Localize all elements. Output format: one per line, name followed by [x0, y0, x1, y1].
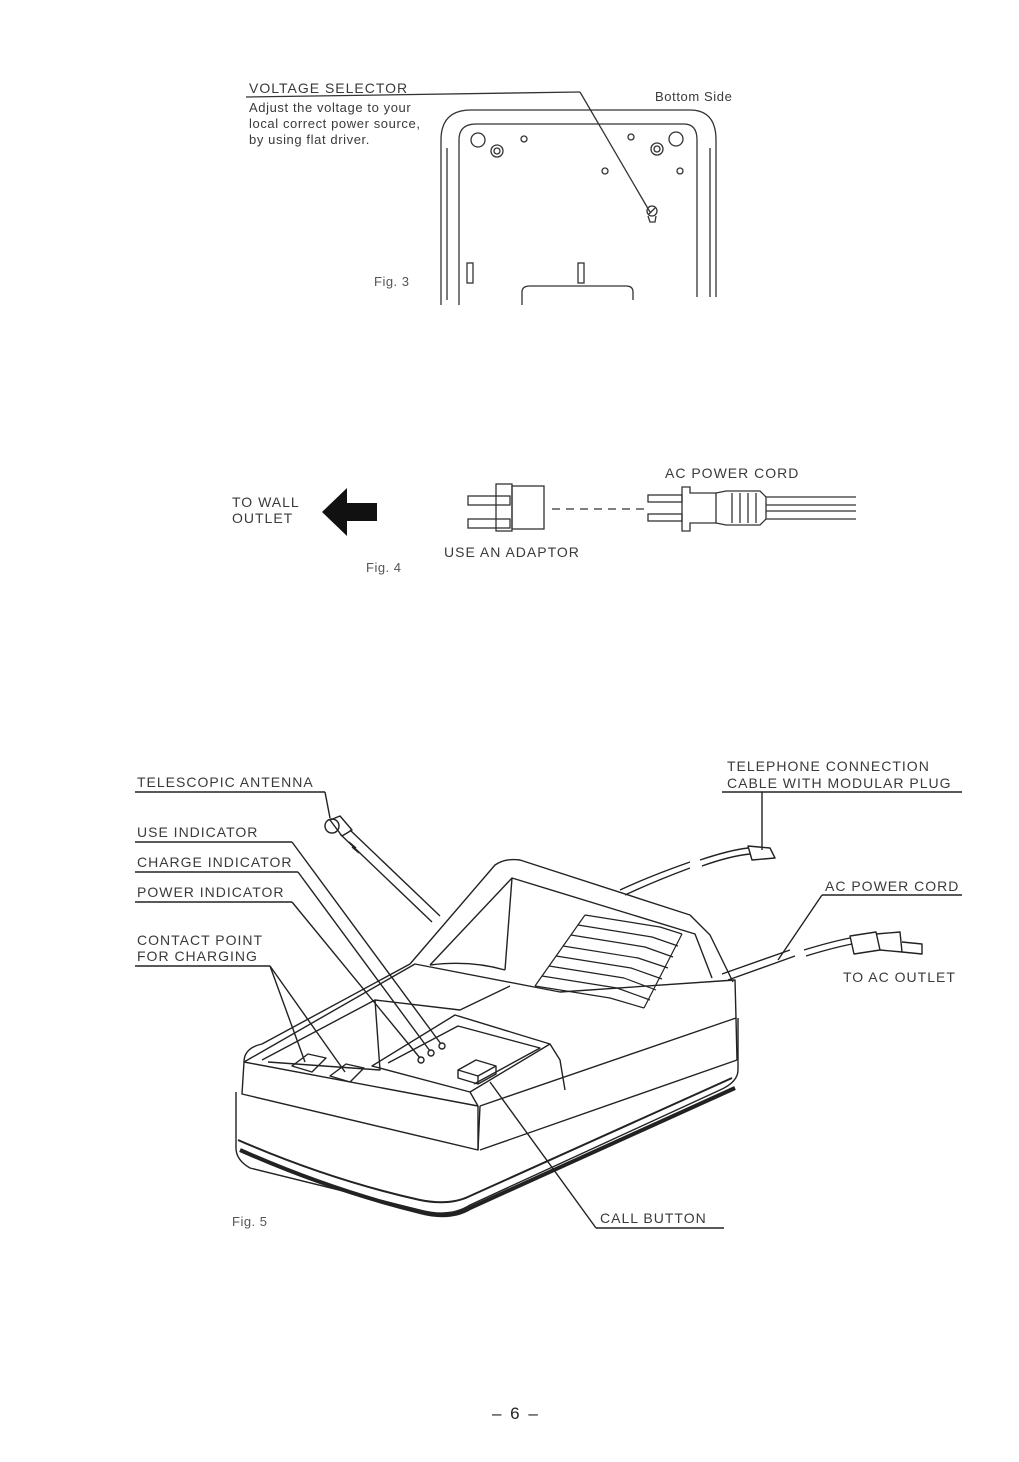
telescopic-antenna-label: TELESCOPIC ANTENNA — [137, 774, 314, 790]
ac-power-cord-label-fig5: AC POWER CORD — [825, 878, 960, 894]
bottom-side-label: Bottom Side — [655, 89, 733, 104]
instruction-line-3: by using flat driver. — [249, 132, 370, 147]
telephone-cable-label-1: TELEPHONE CONNECTION — [727, 758, 930, 774]
page-number: – 6 – — [492, 1404, 540, 1423]
call-button-label: CALL BUTTON — [600, 1210, 707, 1226]
fig3-caption: Fig. 3 — [374, 274, 410, 289]
charge-indicator-label: CHARGE INDICATOR — [137, 854, 293, 870]
left-arrow-icon — [322, 488, 377, 536]
use-indicator-label: USE INDICATOR — [137, 824, 259, 840]
use-adaptor-label: USE AN ADAPTOR — [444, 544, 580, 560]
contact-point-label-1: CONTACT POINT — [137, 932, 264, 948]
contact-point-label-2: FOR CHARGING — [137, 948, 258, 964]
fig5-caption: Fig. 5 — [232, 1214, 268, 1229]
to-ac-outlet-label: TO AC OUTLET — [843, 969, 956, 985]
power-indicator-label: POWER INDICATOR — [137, 884, 285, 900]
to-wall-label-2: OUTLET — [232, 510, 294, 526]
to-wall-label-1: TO WALL — [232, 494, 300, 510]
fig4-caption: Fig. 4 — [366, 560, 402, 575]
instruction-line-1: Adjust the voltage to your — [249, 100, 412, 115]
telephone-cable-label-2: CABLE WITH MODULAR PLUG — [727, 775, 952, 791]
voltage-selector-label: VOLTAGE SELECTOR — [249, 80, 409, 96]
ac-power-cord-label-fig4: AC POWER CORD — [665, 465, 800, 481]
instruction-line-2: local correct power source, — [249, 116, 421, 131]
